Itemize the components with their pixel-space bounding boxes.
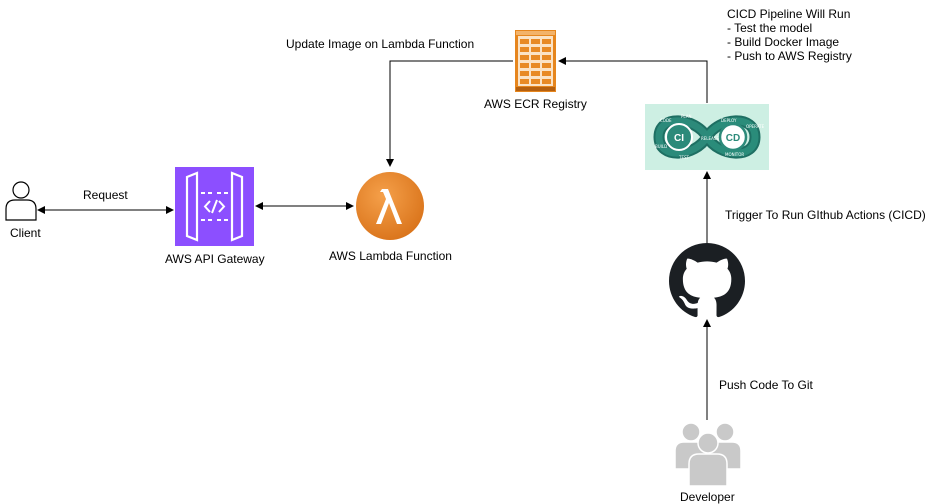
api-gateway-node bbox=[175, 167, 254, 246]
users-group-icon bbox=[674, 422, 742, 487]
svg-text:DEPLOY: DEPLOY bbox=[721, 118, 737, 123]
ecr-node bbox=[515, 30, 556, 92]
client-label: Client bbox=[10, 226, 41, 240]
request-edge-label: Request bbox=[83, 188, 128, 202]
cicd-pipeline-note: CICD Pipeline Will Run - Test the model … bbox=[727, 7, 852, 63]
api-gateway-label: AWS API Gateway bbox=[165, 252, 265, 266]
push-code-edge-label: Push Code To Git bbox=[719, 378, 813, 392]
api-gateway-icon bbox=[175, 167, 254, 246]
svg-text:TEST: TEST bbox=[678, 155, 690, 160]
svg-text:RELEASE: RELEASE bbox=[701, 136, 719, 141]
person-icon bbox=[5, 181, 37, 221]
ci-cd-infinity-icon: CODE PLAN DEPLOY OPERATE MONITOR TEST BU… bbox=[653, 114, 765, 160]
ci-badge-text: CI bbox=[674, 133, 684, 144]
edge-cicd-ecr bbox=[558, 57, 708, 103]
cd-badge-text: CD bbox=[726, 133, 740, 144]
trigger-edge-label: Trigger To Run GIthub Actions (CICD) bbox=[725, 208, 926, 222]
developer-node bbox=[674, 421, 742, 487]
lambda-node bbox=[355, 171, 425, 241]
lambda-label: AWS Lambda Function bbox=[329, 249, 452, 263]
cicd-node: CODE PLAN DEPLOY OPERATE MONITOR TEST BU… bbox=[645, 104, 769, 170]
lambda-icon bbox=[356, 172, 424, 240]
client-node bbox=[5, 179, 37, 221]
svg-text:PLAN: PLAN bbox=[681, 114, 691, 119]
cicd-note-title: CICD Pipeline Will Run bbox=[727, 7, 851, 21]
ecr-label: AWS ECR Registry bbox=[484, 97, 587, 111]
github-icon bbox=[669, 243, 745, 318]
svg-text:BUILD: BUILD bbox=[655, 144, 667, 149]
svg-text:OPERATE: OPERATE bbox=[746, 124, 765, 129]
developer-label: Developer bbox=[680, 490, 735, 504]
ecr-registry-icon bbox=[515, 30, 556, 92]
svg-text:MONITOR: MONITOR bbox=[725, 152, 744, 157]
github-node bbox=[669, 243, 745, 319]
cicd-note-step: - Build Docker Image bbox=[727, 35, 840, 49]
edge-ecr-lambda bbox=[386, 60, 513, 167]
cicd-note-step: - Push to AWS Registry bbox=[727, 49, 852, 63]
svg-text:CODE: CODE bbox=[660, 118, 672, 123]
cicd-note-step: - Test the model bbox=[727, 21, 813, 35]
update-image-edge-label: Update Image on Lambda Function bbox=[286, 37, 475, 51]
